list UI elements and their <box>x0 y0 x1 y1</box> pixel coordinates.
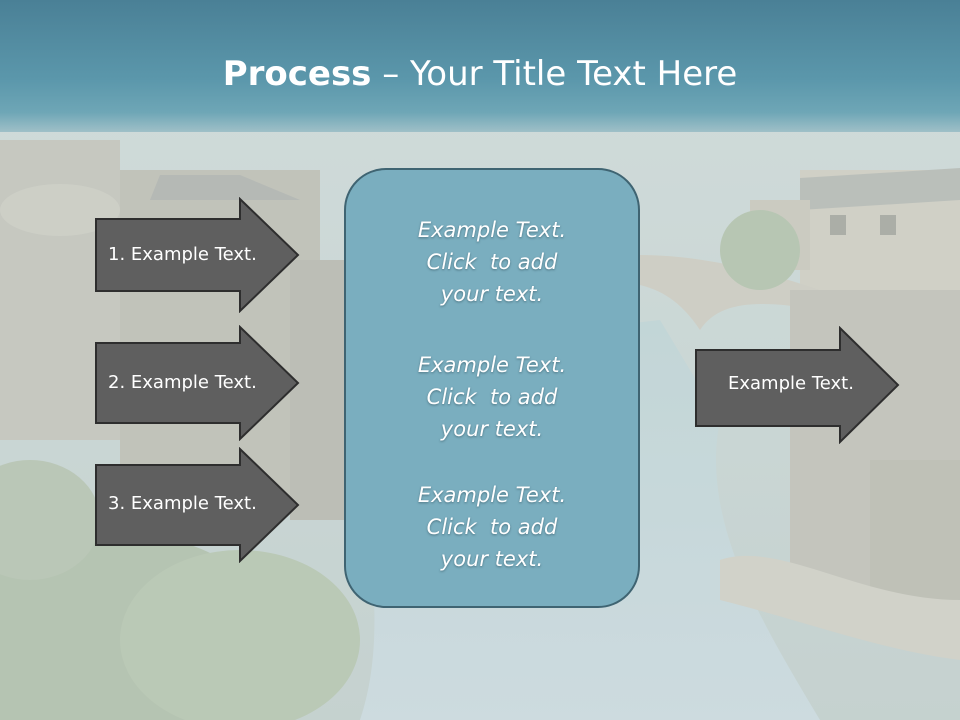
result-arrow[interactable] <box>694 326 900 444</box>
center-line: Example Text. <box>417 218 567 242</box>
slide-title[interactable]: Process – Your Title Text Here <box>0 52 960 96</box>
title-bold: Process <box>222 54 372 94</box>
center-line: your text. <box>440 417 544 441</box>
title-banner <box>0 0 960 132</box>
center-line: your text. <box>440 282 544 306</box>
step-arrow-3-label: 3. Example Text. <box>108 493 257 514</box>
step-arrow-3[interactable] <box>94 447 300 563</box>
step-arrow-2[interactable] <box>94 325 300 441</box>
step-arrow-2-label: 2. Example Text. <box>108 372 257 393</box>
center-text-block-2: Example Text. Click to add your text. <box>346 349 638 445</box>
center-text-block-1: Example Text. Click to add your text. <box>346 214 638 310</box>
step-arrow-1[interactable] <box>94 197 300 313</box>
center-text-block-3: Example Text. Click to add your text. <box>346 479 638 575</box>
center-line: Click to add <box>426 515 558 539</box>
center-text-box[interactable]: Example Text. Click to add your text. Ex… <box>344 168 640 608</box>
title-rest: – Your Title Text Here <box>371 54 738 94</box>
result-arrow-label: Example Text. <box>728 373 854 394</box>
step-arrow-1-label: 1. Example Text. <box>108 244 257 265</box>
center-line: Click to add <box>426 250 558 274</box>
center-line: your text. <box>440 547 544 571</box>
center-line: Example Text. <box>417 483 567 507</box>
center-line: Example Text. <box>417 353 567 377</box>
center-line: Click to add <box>426 385 558 409</box>
